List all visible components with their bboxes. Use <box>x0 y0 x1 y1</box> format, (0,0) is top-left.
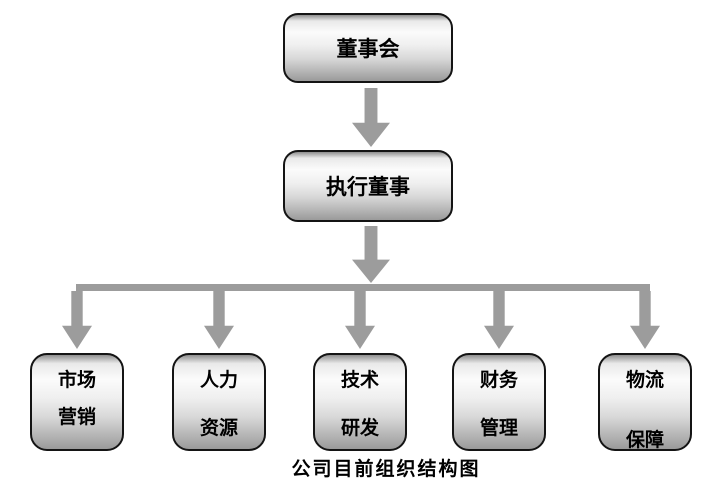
org-node-tech-rnd-label-line2: 研发 <box>340 418 379 439</box>
org-node-executive-director: 执行董事 <box>283 150 453 222</box>
arrow-down-icon <box>484 291 514 349</box>
arrow-down-icon <box>352 226 390 283</box>
org-node-human-resources-label-line2: 资源 <box>199 418 238 439</box>
arrow-down-icon <box>630 291 660 349</box>
arrow-down-icon <box>204 291 234 349</box>
org-node-logistics: 物流 保障 <box>598 353 692 451</box>
org-node-logistics-label-line2: 保障 <box>625 430 664 451</box>
org-node-finance: 财务 管理 <box>452 353 546 451</box>
org-node-tech-rnd: 技术 研发 <box>313 353 407 451</box>
org-node-executive-director-label: 执行董事 <box>326 175 410 199</box>
org-node-marketing: 市场 营销 <box>30 353 124 451</box>
org-node-logistics-label-line1: 物流 <box>625 370 664 391</box>
connector-bar <box>76 284 650 291</box>
arrow-down-icon <box>62 291 92 349</box>
org-node-human-resources: 人力 资源 <box>172 353 266 451</box>
org-node-board: 董事会 <box>283 13 453 83</box>
org-node-tech-rnd-label-line1: 技术 <box>340 370 379 391</box>
org-node-finance-label-line1: 财务 <box>479 370 518 391</box>
org-node-board-label: 董事会 <box>336 37 400 61</box>
arrow-down-icon <box>345 291 375 349</box>
org-node-finance-label-line2: 管理 <box>479 418 518 439</box>
diagram-caption: 公司目前组织结构图 <box>291 459 481 480</box>
org-node-marketing-label-line2: 营销 <box>57 407 96 428</box>
org-node-marketing-label-line1: 市场 <box>57 370 96 391</box>
arrow-down-icon <box>352 88 390 147</box>
org-node-human-resources-label-line1: 人力 <box>199 370 238 391</box>
